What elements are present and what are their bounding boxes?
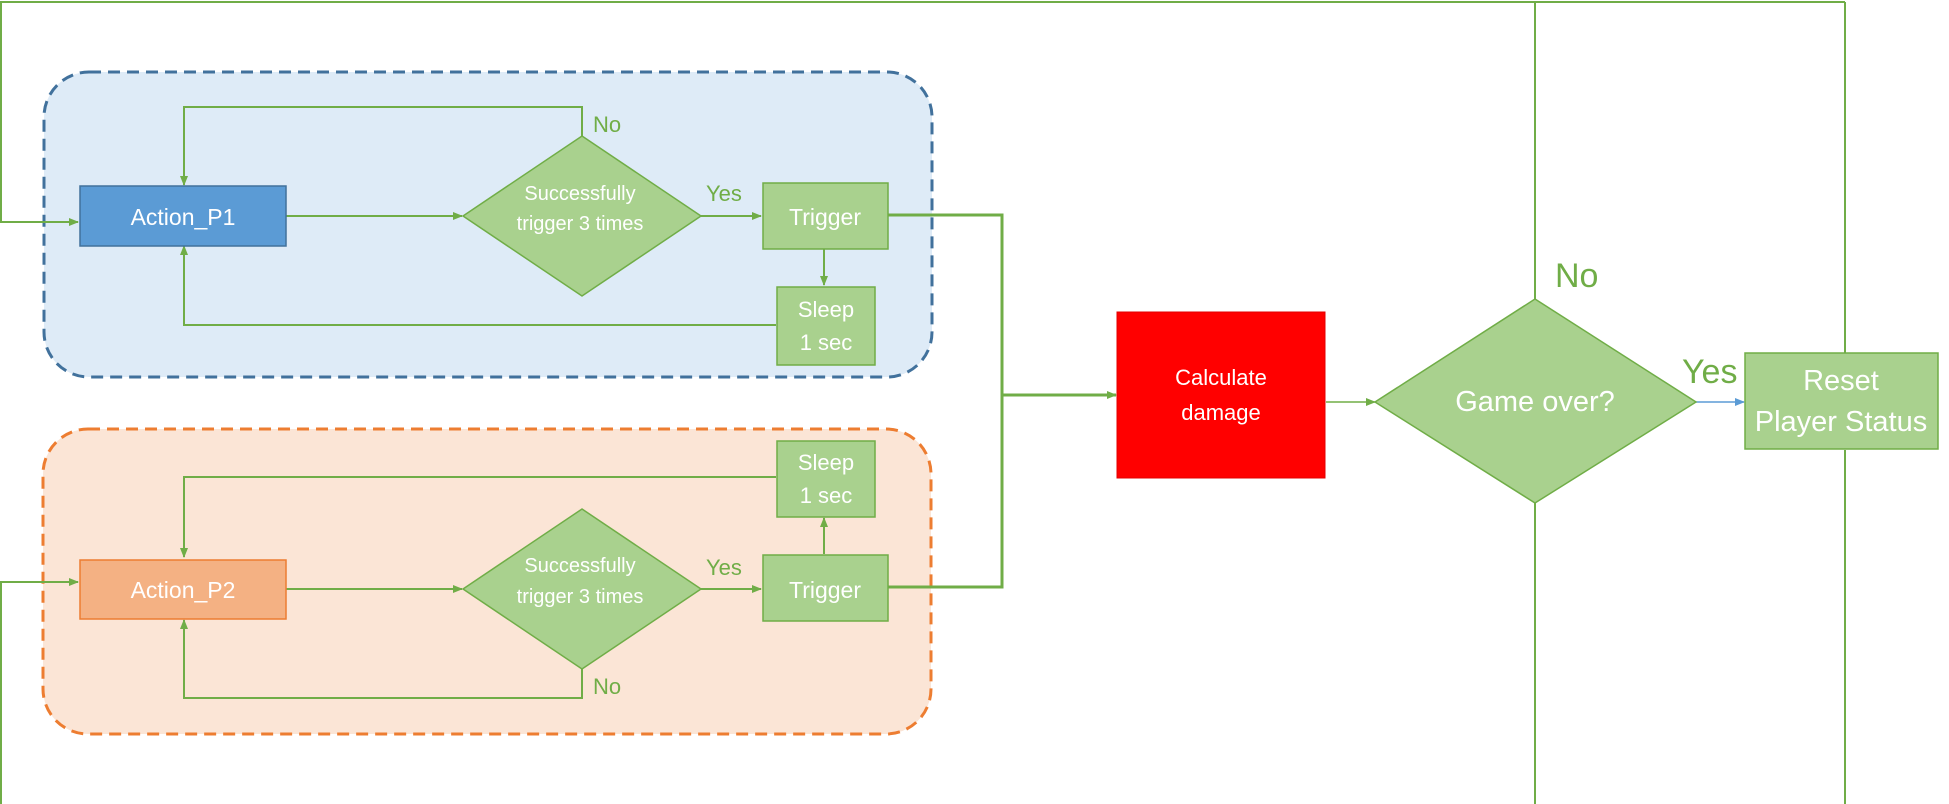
p1-trigger-label: Trigger	[789, 204, 861, 230]
p1-connectors	[180, 106, 828, 326]
p2-decision-line1: Successfully	[524, 555, 635, 577]
p1-trigger-box[interactable]: Trigger	[762, 182, 889, 250]
p1-decision-line1: Successfully	[524, 183, 635, 205]
reset-line1: Reset	[1803, 365, 1879, 397]
p2-decision-line2: trigger 3 times	[517, 586, 644, 608]
p1-decision-diamond[interactable]: Successfully trigger 3 times	[461, 135, 703, 297]
game-over-no-label: No	[1555, 257, 1598, 295]
action-p1-box[interactable]: Action_P1	[79, 185, 287, 247]
calc-line1: Calculate	[1175, 365, 1267, 390]
p1-decision-line2: trigger 3 times	[517, 213, 644, 235]
action-p1-label: Action_P1	[131, 204, 236, 230]
p2-decision-diamond[interactable]: Successfully trigger 3 times	[461, 508, 703, 670]
action-p2-label: Action_P2	[131, 577, 236, 603]
p2-yes-label: Yes	[706, 555, 742, 580]
p1-sleep-line1: Sleep	[798, 297, 854, 322]
p1-sleep-line2: 1 sec	[800, 330, 853, 355]
p2-trigger-label: Trigger	[789, 577, 861, 603]
reset-player-status-box[interactable]: Reset Player Status	[1744, 352, 1939, 450]
p2-trigger-box[interactable]: Trigger	[762, 554, 889, 622]
p1-sleep-box[interactable]: Sleep 1 sec	[776, 286, 876, 366]
game-over-yes-label: Yes	[1682, 353, 1737, 391]
p2-sleep-box[interactable]: Sleep 1 sec	[776, 440, 876, 518]
game-loop-connectors	[0, 1, 1846, 804]
p2-connectors	[180, 476, 828, 699]
calc-line2: damage	[1181, 400, 1261, 425]
reset-line2: Player Status	[1755, 406, 1927, 438]
p2-no-label: No	[593, 674, 621, 699]
game-over-label: Game over?	[1455, 386, 1615, 418]
p1-no-label: No	[593, 112, 621, 137]
p1-yes-label: Yes	[706, 181, 742, 206]
calculate-damage-box[interactable]: Calculate damage	[1116, 311, 1326, 479]
merge-connectors	[887, 213, 1117, 589]
p2-sleep-line1: Sleep	[798, 450, 854, 475]
action-p2-box[interactable]: Action_P2	[79, 559, 287, 620]
p2-sleep-line2: 1 sec	[800, 483, 853, 508]
game-over-diamond[interactable]: Game over?	[1373, 298, 1698, 504]
